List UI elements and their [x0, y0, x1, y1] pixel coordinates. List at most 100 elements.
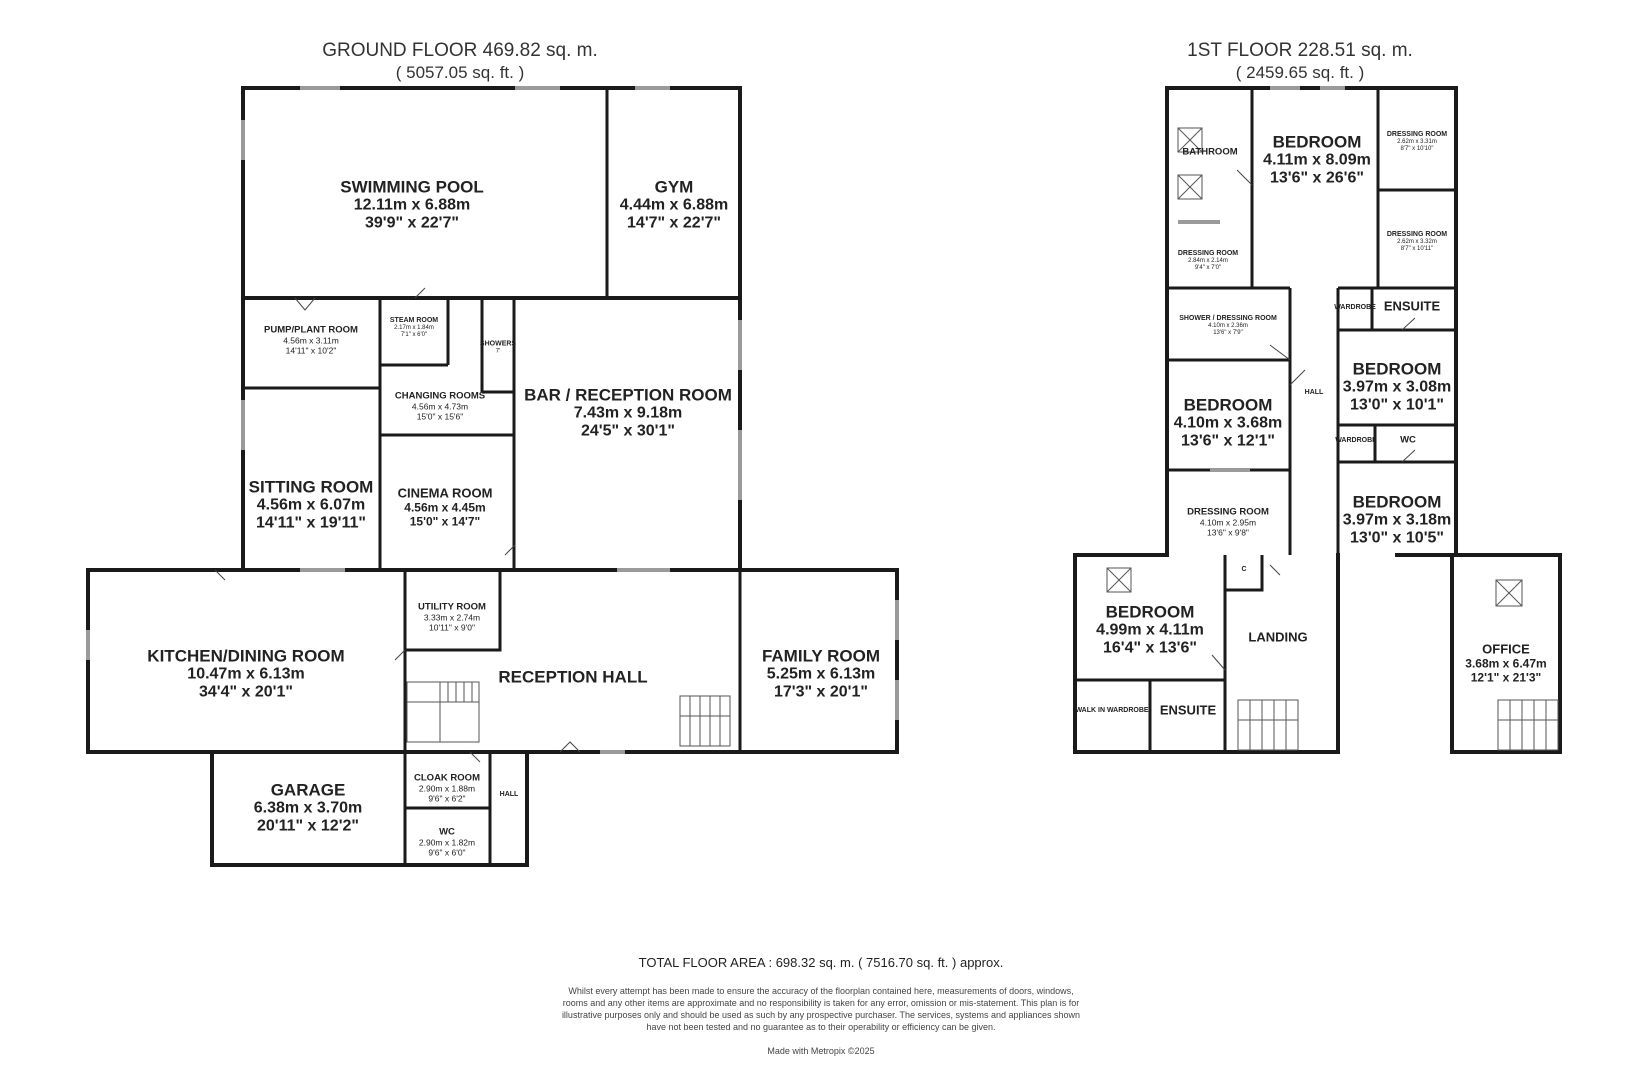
room-name: SITTING ROOM — [248, 477, 374, 497]
ground-floor-stairs — [406, 681, 731, 747]
room-name: FAMILY ROOM — [761, 646, 881, 666]
room-metric: 4.10m x 3.68m — [1173, 414, 1283, 432]
room-imperial: 16'4" x 13'6" — [1103, 639, 1197, 657]
room-imperial: 7'1" x 6'0" — [400, 332, 428, 338]
room-metric: 4.56m x 3.11m — [283, 335, 339, 346]
room-metric: 2.90m x 1.82m — [418, 837, 476, 848]
room-name: HALL — [1304, 389, 1324, 396]
room-metric: 4.11m x 8.09m — [1263, 151, 1371, 169]
room-cloak: CLOAK ROOM 2.90m x 1.88m 9'6" x 6'2" — [414, 773, 480, 804]
room-name: WARDROBE — [1334, 304, 1376, 311]
room-imperial: 13'6" x 9'8" — [1207, 527, 1249, 538]
room-name: GARAGE — [270, 780, 346, 800]
room-dressing-a: DRESSING ROOM 2.62m x 3.31m 8'7" x 10'10… — [1387, 131, 1447, 153]
credit-text: Made with Metropix ©2025 — [767, 1046, 875, 1056]
room-bar-reception: BAR / RECEPTION ROOM 7.43m x 9.18m 24'5"… — [524, 386, 732, 441]
room-imperial: 20'11" x 12'2" — [257, 817, 359, 835]
room-name: SWIMMING POOL — [340, 177, 484, 197]
room-name: LANDING — [1248, 629, 1308, 645]
room-name: CLOAK ROOM — [414, 772, 480, 784]
room-name: BEDROOM — [1105, 602, 1195, 622]
first-floor-walls — [1073, 86, 1562, 754]
room-imperial: 8'7" x 10'10" — [1400, 146, 1434, 152]
room-metric: 2.84m x 2.14m — [1188, 258, 1228, 264]
room-cupboard: C — [1241, 566, 1246, 574]
room-name: HALL — [499, 791, 519, 798]
room-reception-hall: RECEPTION HALL — [498, 668, 647, 687]
room-metric: 2.90m x 1.88m — [418, 783, 476, 794]
room-name: OFFICE — [1482, 641, 1530, 657]
room-name: BEDROOM — [1352, 492, 1442, 512]
room-name: WC — [1400, 434, 1416, 446]
room-steam: STEAM ROOM 2.17m x 1.84m 7'1" x 6'0" — [390, 317, 438, 339]
room-metric: 2.62m x 3.32m — [1397, 239, 1437, 245]
room-imperial: 10'11" x 9'0" — [429, 622, 475, 633]
room-metric: 4.56m x 4.45m — [404, 500, 486, 515]
room-metric: 4.44m x 6.88m — [619, 196, 729, 214]
room-bedroom-4: BEDROOM 3.97m x 3.18m 13'0" x 10'5" — [1343, 493, 1452, 548]
room-imperial: 14'11" x 10'2" — [285, 345, 337, 356]
room-family: FAMILY ROOM 5.25m x 6.13m 17'3" x 20'1" — [762, 647, 880, 702]
room-metric: 3.68m x 6.47m — [1465, 656, 1547, 671]
room-metric: 4.56m x 6.07m — [256, 496, 366, 514]
room-shower-dressing: SHOWER / DRESSING ROOM 4.10m x 2.36m 13'… — [1179, 315, 1277, 337]
room-name: SHOWERS — [479, 340, 517, 348]
room-pump-plant: PUMP/PLANT ROOM 4.56m x 3.11m 14'11" x 1… — [264, 325, 358, 356]
room-gym: GYM 4.44m x 6.88m 14'7" x 22'7" — [620, 178, 729, 233]
room-utility: UTILITY ROOM 3.33m x 2.74m 10'11" x 9'0" — [418, 602, 486, 633]
room-name: UTILITY ROOM — [418, 601, 486, 613]
room-landing: LANDING — [1248, 630, 1307, 645]
room-wc-first: WC — [1400, 435, 1416, 446]
room-imperial: 9'6" x 6'0" — [428, 847, 466, 858]
room-name: BEDROOM — [1183, 395, 1273, 415]
room-showers: SHOWERS 7' — [480, 341, 516, 356]
room-metric: 4.56m x 4.73m — [411, 401, 469, 412]
first-floor-windows — [1178, 86, 1345, 472]
room-sitting: SITTING ROOM 4.56m x 6.07m 14'11" x 19'1… — [249, 478, 374, 533]
room-name: DRESSING ROOM — [1386, 231, 1448, 238]
ground-floor-windows — [86, 86, 899, 754]
room-name: DRESSING ROOM — [1177, 250, 1239, 257]
room-metric: 5.25m x 6.13m — [766, 665, 876, 683]
room-hall-ground: HALL — [500, 791, 519, 799]
room-imperial: 24'5" x 30'1" — [581, 422, 675, 440]
room-dressing-d: DRESSING ROOM 4.10m x 2.95m 13'6" x 9'8" — [1187, 507, 1269, 538]
room-name: BATHROOM — [1182, 146, 1238, 158]
ground-floor-title-block: GROUND FLOOR 469.82 sq. m. ( 5057.05 sq.… — [300, 40, 620, 84]
room-imperial: 15'0" x 15'6" — [416, 411, 464, 422]
ground-floor-walls — [86, 86, 899, 867]
room-metric: 7.43m x 9.18m — [573, 404, 683, 422]
room-hall-first: HALL — [1305, 389, 1324, 397]
room-metric: 4.10m x 2.95m — [1199, 517, 1257, 528]
room-ensuite-1: ENSUITE — [1384, 299, 1440, 314]
room-metric: 3.97m x 3.18m — [1342, 511, 1452, 529]
room-name: RECEPTION HALL — [498, 667, 648, 687]
room-imperial: 12'1" x 21'3" — [1470, 670, 1542, 685]
room-name: BEDROOM — [1352, 359, 1442, 379]
room-imperial: 9'6" x 6'2" — [428, 793, 466, 804]
first-floor-doors — [1211, 169, 1416, 671]
room-imperial: 39'9" x 22'7" — [365, 214, 459, 232]
room-imperial: 13'6" x 12'1" — [1181, 432, 1275, 450]
room-wardrobe-2: WARDROBE — [1335, 437, 1377, 445]
first-floor-title: 1ST FLOOR 228.51 sq. m. — [1187, 40, 1413, 61]
room-swimming-pool: SWIMMING POOL 12.11m x 6.88m 39'9" x 22'… — [340, 178, 484, 233]
room-metric: 4.10m x 2.36m — [1208, 323, 1248, 329]
room-name: DRESSING ROOM — [1187, 506, 1269, 518]
room-name: WARDROBE — [1335, 437, 1377, 444]
room-imperial: 13'0" x 10'5" — [1350, 529, 1444, 547]
room-imperial: 34'4" x 20'1" — [199, 683, 293, 701]
room-metric: 3.33m x 2.74m — [423, 612, 481, 623]
room-imperial: 13'6" x 7'9" — [1213, 330, 1243, 336]
first-floor-subtitle: ( 2459.65 sq. ft. ) — [1235, 63, 1365, 82]
room-name: CHANGING ROOMS — [394, 390, 486, 402]
room-imperial: 13'0" x 10'1" — [1350, 396, 1444, 414]
first-floor-skylights — [1106, 127, 1523, 607]
room-bathroom: BATHROOM — [1182, 147, 1237, 158]
room-name: DRESSING ROOM — [1386, 131, 1448, 138]
room-name: STEAM ROOM — [389, 317, 439, 324]
room-kitchen-dining: KITCHEN/DINING ROOM 10.47m x 6.13m 34'4"… — [147, 647, 344, 702]
total-floor-area: TOTAL FLOOR AREA : 698.32 sq. m. ( 7516.… — [638, 955, 1004, 970]
room-changing: CHANGING ROOMS 4.56m x 4.73m 15'0" x 15'… — [395, 391, 485, 422]
